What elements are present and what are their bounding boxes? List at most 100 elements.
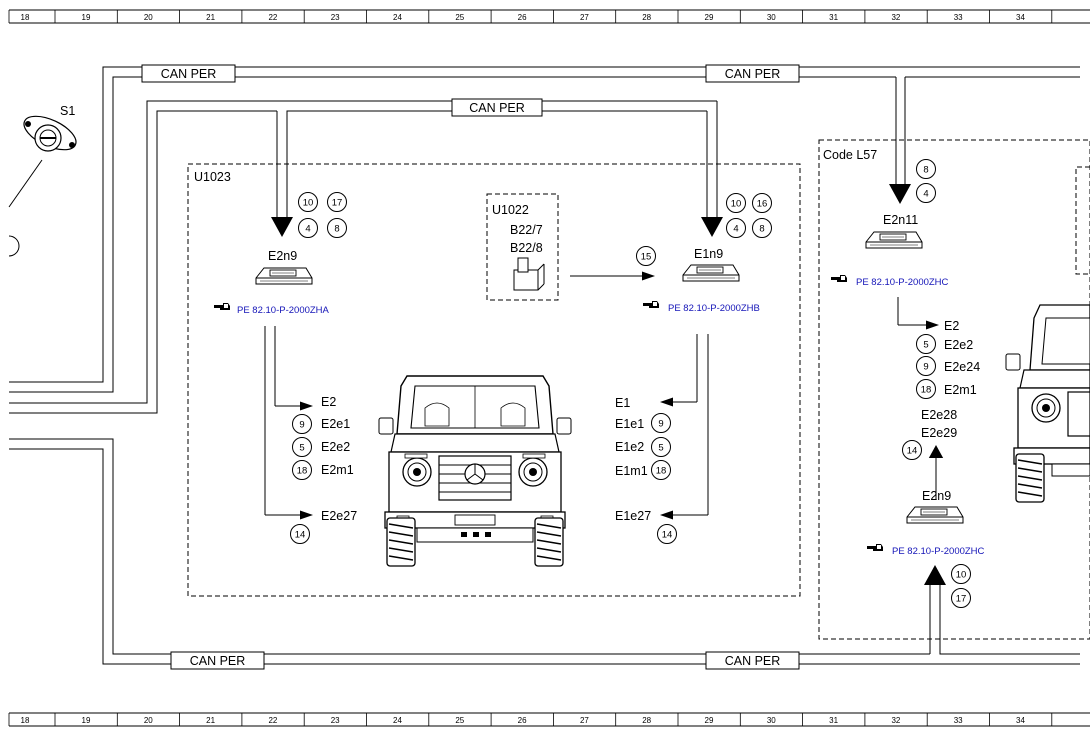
ruler-number: 32 [891, 716, 900, 725]
connector-circle: 4 [298, 218, 318, 238]
ruler-number: 20 [144, 13, 153, 22]
reference-hand-icon [867, 544, 883, 551]
ruler-number: 29 [705, 716, 714, 725]
ref-link-e2n9-right[interactable]: PE 82.10-P-2000ZHC [892, 546, 985, 557]
control-module-e2n9-icon [255, 267, 313, 285]
group-label-u1022: U1022 [492, 203, 529, 217]
output-arrow [926, 320, 939, 330]
bus-arrow-e1n9 [701, 217, 723, 237]
connector-circle: 10 [951, 564, 971, 584]
ruler-number: 26 [518, 13, 527, 22]
ruler-number: 18 [21, 13, 30, 22]
switch-wire [8, 159, 43, 208]
connector-number: 8 [759, 223, 764, 234]
bus-arrow-e2n11 [889, 184, 911, 204]
group-box-u1023 [187, 163, 801, 597]
connector-circle: 8 [327, 218, 347, 238]
ruler-number: 28 [642, 13, 651, 22]
connector-circle: 9 [916, 356, 936, 376]
output-label-e2: E2 [321, 395, 336, 409]
output-label-e1e27: E1e27 [615, 509, 651, 523]
input-label-e2e29: E2e29 [921, 426, 957, 440]
group-box-code-l57 [818, 139, 1090, 640]
connector-number: 5 [658, 442, 663, 453]
connector-circle: 17 [327, 192, 347, 212]
connector-circle: 14 [902, 440, 922, 460]
group-label-code-l57: Code L57 [823, 148, 877, 162]
group-box-u1022 [486, 193, 559, 301]
connector-circle: 5 [651, 437, 671, 457]
ruler-number: 23 [331, 13, 340, 22]
connector-number: 18 [297, 465, 308, 476]
connector-number: 10 [956, 569, 967, 580]
connector-circle: 10 [298, 192, 318, 212]
connector-number: 16 [757, 198, 768, 209]
bus-label-text: CAN PER [469, 101, 525, 115]
control-module-e2n11-icon [865, 231, 923, 249]
input-label-e2e28: E2e28 [921, 408, 957, 422]
input-arrow [928, 445, 944, 458]
can-bus-wire [9, 448, 1080, 665]
output-label-e1e2: E1e2 [615, 440, 644, 454]
connector-number: 14 [907, 445, 918, 456]
sensor-label-b22-7: B22/7 [510, 223, 543, 237]
vehicle-partial-icon [1005, 304, 1090, 503]
reference-hand-icon [831, 275, 847, 282]
ruler-number: 31 [829, 13, 838, 22]
connector-number: 10 [303, 197, 314, 208]
ruler-number: 27 [580, 716, 589, 725]
ref-link-e2n9[interactable]: PE 82.10-P-2000ZHA [237, 305, 330, 316]
ruler-number: 29 [705, 13, 714, 22]
connector-number: 14 [295, 529, 306, 540]
output-label-e2e27: E2e27 [321, 509, 357, 523]
output-label-e2e1: E2e1 [321, 417, 350, 431]
connector-number: 9 [923, 361, 928, 372]
connector-number: 15 [641, 251, 652, 262]
ref-link-e1n9[interactable]: PE 82.10-P-2000ZHB [668, 303, 760, 314]
sensor-arrow [642, 271, 655, 281]
output-label-e1: E1 [615, 396, 630, 410]
can-bus-wire [9, 100, 717, 404]
can-bus-wire [939, 580, 1080, 655]
ruler-number: 34 [1016, 716, 1025, 725]
ruler-number: 30 [767, 716, 776, 725]
connector-number: 18 [921, 384, 932, 395]
control-module-e2n9-right-icon [906, 506, 964, 524]
sensor-label-b22-8: B22/8 [510, 241, 543, 255]
connector-circle: 17 [951, 588, 971, 608]
sensor-icon [513, 257, 545, 291]
connector-circle: 5 [916, 334, 936, 354]
connector-number: 4 [305, 223, 310, 234]
connector-partial [8, 235, 20, 257]
ruler-number: 24 [393, 716, 402, 725]
ruler-number: 25 [455, 716, 464, 725]
ruler-number: 23 [331, 716, 340, 725]
connector-number: 4 [923, 188, 928, 199]
can-per-label-bottom-left: CAN PER [170, 651, 265, 670]
bus-arrow-e2n9-right [924, 565, 946, 585]
ruler-number: 20 [144, 716, 153, 725]
ruler-number: 21 [206, 13, 215, 22]
connector-number: 18 [656, 465, 667, 476]
reference-hand-icon [643, 301, 659, 308]
group-box-partial [1075, 166, 1090, 275]
bus-arrow-e2n9 [271, 217, 293, 237]
connector-number: 9 [299, 419, 304, 430]
connector-circle: 9 [651, 413, 671, 433]
connector-number: 14 [662, 529, 673, 540]
connector-circle: 8 [752, 218, 772, 238]
connector-number: 17 [956, 593, 967, 604]
connector-circle: 5 [292, 437, 312, 457]
connector-circle: 14 [290, 524, 310, 544]
connector-number: 4 [733, 223, 738, 234]
ruler-number: 34 [1016, 13, 1025, 22]
can-per-label-top-right: CAN PER [705, 64, 800, 83]
ref-link-e2n11[interactable]: PE 82.10-P-2000ZHC [856, 277, 949, 288]
connector-circle: 4 [726, 218, 746, 238]
connector-circle: 9 [292, 414, 312, 434]
connector-circle: 8 [916, 159, 936, 179]
connector-circle: 14 [657, 524, 677, 544]
output-label-e2: E2 [944, 319, 959, 333]
